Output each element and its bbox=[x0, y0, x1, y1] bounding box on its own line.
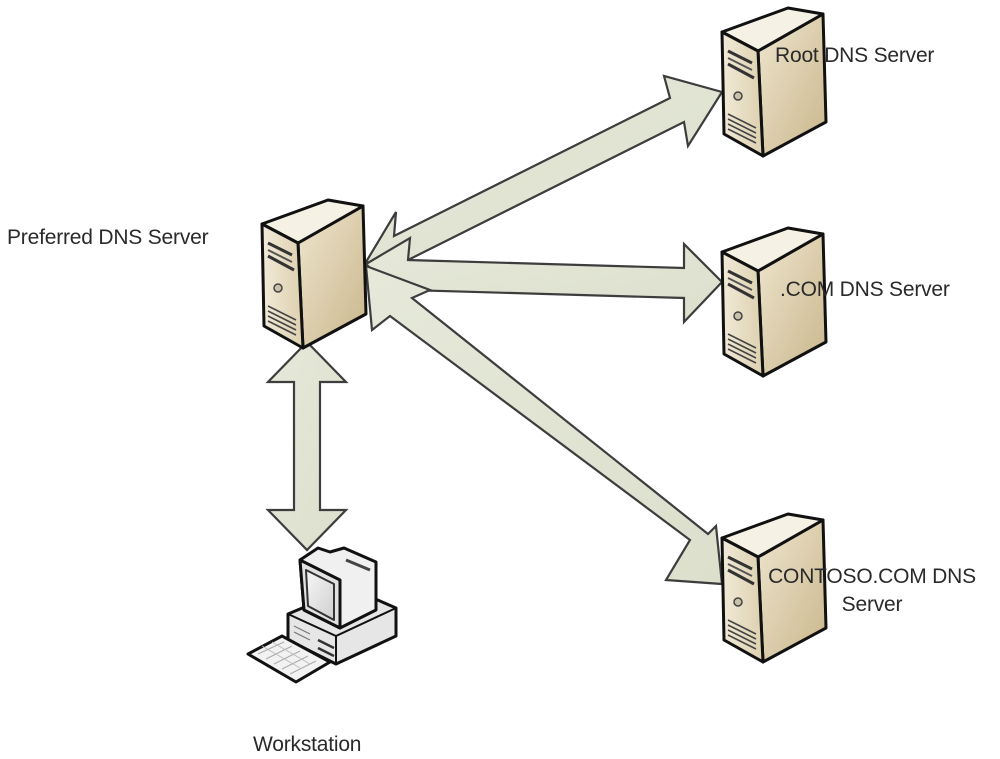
arrow-preferred-contoso bbox=[364, 264, 724, 586]
label-root-dns-server: Root DNS Server bbox=[775, 44, 935, 67]
label-preferred-dns-server: Preferred DNS Server bbox=[7, 226, 209, 249]
server-icon bbox=[720, 226, 828, 378]
server-icon bbox=[720, 6, 828, 158]
server-com[interactable] bbox=[720, 226, 828, 378]
label-contoso-dns-server: CONTOSO.COM DNS Server bbox=[768, 565, 976, 616]
server-preferred[interactable] bbox=[260, 198, 368, 350]
server-icon bbox=[260, 198, 368, 350]
arrow-preferred-root bbox=[364, 74, 724, 274]
label-com-dns-server: .COM DNS Server bbox=[780, 278, 950, 301]
arrow-preferred-workstation bbox=[265, 340, 349, 552]
server-root[interactable] bbox=[720, 6, 828, 158]
label-workstation: Workstation bbox=[253, 733, 362, 756]
workstation-icon bbox=[246, 546, 398, 684]
workstation[interactable] bbox=[246, 546, 398, 684]
